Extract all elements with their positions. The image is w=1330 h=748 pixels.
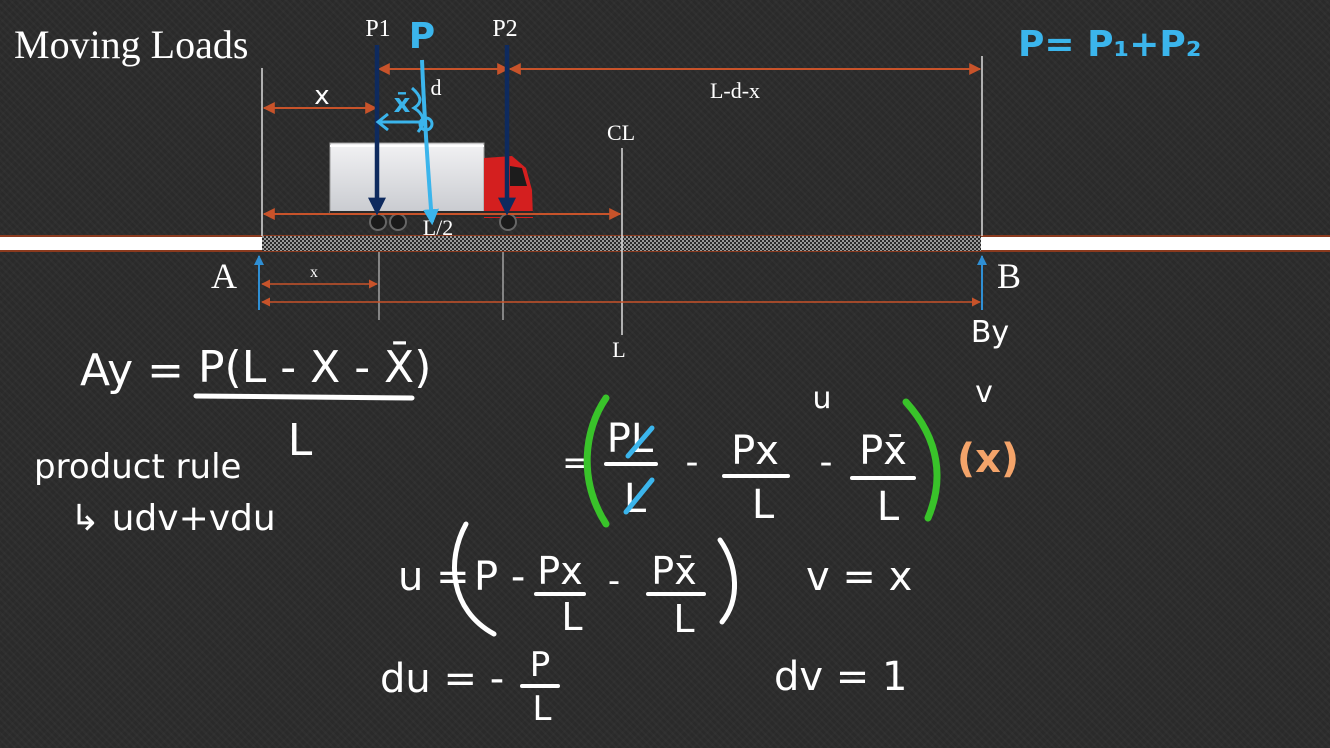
cancel-mark-top xyxy=(625,425,655,459)
label-u: u xyxy=(812,381,831,416)
eq2-term2-num: Px xyxy=(731,428,779,474)
label-p2: P2 xyxy=(492,16,517,42)
truck-wheel-rear xyxy=(369,213,387,231)
eq-u-minus: - xyxy=(608,561,620,601)
truck-box xyxy=(329,142,485,214)
truck-wheel-front xyxy=(499,213,517,231)
eq-ay-denominator: L xyxy=(288,415,313,466)
eq-u-term2-num: Px xyxy=(537,549,582,593)
eq-ay-fraction-bar xyxy=(193,393,415,401)
label-l-half: L/2 xyxy=(423,215,454,240)
xbar-brace xyxy=(410,86,425,133)
xbar-arrow xyxy=(375,112,420,132)
eq-du-num: P xyxy=(530,645,551,685)
support-a-label: A xyxy=(211,256,237,296)
eq2-term3-den: L xyxy=(877,484,900,530)
eq-u-paren-right xyxy=(717,537,737,625)
eq-u-term3-den: L xyxy=(673,597,694,641)
label-p-resultant: P xyxy=(409,16,435,57)
eq-u-term2-den: L xyxy=(561,595,582,639)
eq2-bracket-right xyxy=(902,398,941,522)
eq2-term3-num: Px̄ xyxy=(859,428,907,474)
p-total-equation: P= P₁+P₂ xyxy=(1018,24,1202,65)
eq2-times-x: (x) xyxy=(957,436,1019,482)
eq2-minus-2: - xyxy=(820,442,833,483)
eq-dv-def: dv = 1 xyxy=(774,654,907,700)
label-v: v xyxy=(975,375,993,410)
eq-ay-lhs: Ay = xyxy=(80,345,184,396)
label-centerline: CL xyxy=(607,120,635,145)
label-x-top: x xyxy=(314,81,329,111)
reaction-b-label: By xyxy=(971,315,1009,350)
eq-u-paren-left xyxy=(452,521,497,637)
eq-du-den: L xyxy=(533,689,552,729)
eq-ay-numerator: P(L - X - X̄) xyxy=(198,340,431,393)
eq-u-p: P - xyxy=(474,554,525,600)
label-d: d xyxy=(431,75,442,100)
cancel-mark-bottom xyxy=(623,477,655,515)
label-l: L xyxy=(612,337,625,362)
label-xbar: x̄ xyxy=(394,89,411,119)
resultant-point xyxy=(418,116,434,132)
label-x-bottom: x xyxy=(310,264,318,281)
note-udv-vdu: ↳ udv+vdu xyxy=(70,498,276,539)
eq-u-term3-num: Px̄ xyxy=(651,549,696,593)
support-b-label: B xyxy=(997,256,1021,296)
eq-du-lhs: du = - xyxy=(380,656,504,702)
page-title: Moving Loads xyxy=(14,22,248,67)
truck-window xyxy=(510,166,527,186)
truck-wheel-rear-2 xyxy=(389,213,407,231)
eq2-term2-den: L xyxy=(752,482,775,528)
eq-v-def: v = x xyxy=(806,554,912,600)
eq2-bracket-left xyxy=(583,394,610,528)
label-l-d-x: L-d-x xyxy=(710,78,760,103)
eq2-minus-1: - xyxy=(686,442,699,483)
label-p1: P1 xyxy=(365,16,390,42)
note-product-rule: product rule xyxy=(34,447,241,487)
load-arrow-resultant xyxy=(420,59,439,226)
